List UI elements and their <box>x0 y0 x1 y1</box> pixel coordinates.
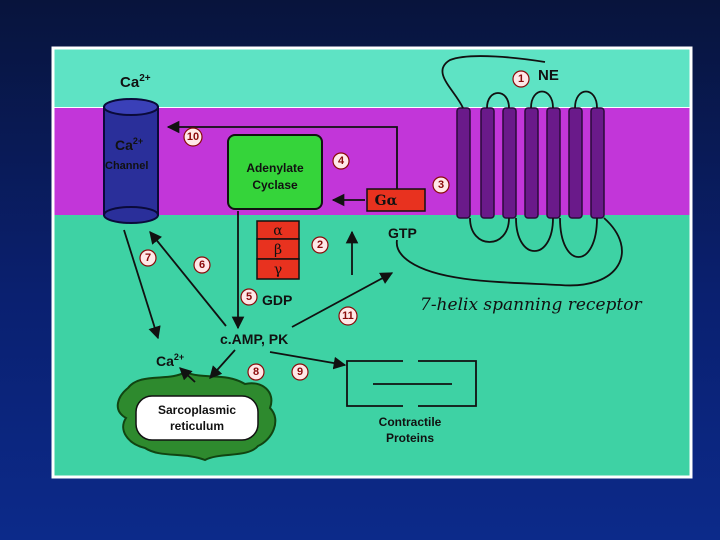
step-11: 11 <box>338 306 358 326</box>
svg-text:8: 8 <box>253 366 259 378</box>
g-alpha-box <box>366 188 426 212</box>
svg-text:9: 9 <box>297 366 303 378</box>
step-8: 8 <box>247 363 265 381</box>
alpha-label: α <box>273 223 283 239</box>
extracellular-region <box>52 47 692 109</box>
arrow-8 <box>209 349 236 379</box>
step-4: 4 <box>332 152 350 170</box>
arrow-11 <box>291 272 394 328</box>
step-2: 2 <box>311 236 329 254</box>
svg-text:5: 5 <box>246 291 252 303</box>
contractile-label-line2: Proteins <box>386 431 434 445</box>
step-5: 5 <box>240 288 258 306</box>
beta-label: β <box>274 242 282 258</box>
arrow-7 <box>123 229 161 340</box>
gamma-label: γ <box>274 262 282 278</box>
arrow-10 <box>166 120 398 189</box>
ca-channel-label: Ca2+ <box>115 136 143 153</box>
step-7: 7 <box>139 249 157 267</box>
ne-label: NE <box>538 67 559 84</box>
step-3: 3 <box>432 176 450 194</box>
calcium-channel <box>103 98 159 224</box>
sr-label-line2: reticulum <box>170 419 224 433</box>
svg-text:2: 2 <box>317 239 323 251</box>
svg-text:10: 10 <box>187 131 199 143</box>
svg-text:11: 11 <box>342 310 354 322</box>
sr-label-line1: Sarcoplasmic <box>158 403 236 417</box>
ca-inside-label: Ca2+ <box>156 352 184 369</box>
panel-border <box>51 46 693 479</box>
camp-pk-label: c.AMP, PK <box>220 331 288 347</box>
svg-text:3: 3 <box>438 179 444 191</box>
pathway-arrows <box>123 120 398 383</box>
seven-helix-receptor <box>456 107 605 219</box>
sarcoplasmic-reticulum-inner <box>135 395 259 441</box>
step-10: 10 <box>183 127 203 147</box>
channel-label: Channel <box>105 160 148 172</box>
step-9: 9 <box>291 363 309 381</box>
g-protein-subunits <box>256 220 300 280</box>
svg-text:7: 7 <box>145 252 151 264</box>
gtp-label: GTP <box>388 225 417 241</box>
contractile-label-line1: Contractile <box>379 415 442 429</box>
receptor-caption: 7-helix spanning receptor <box>420 295 642 315</box>
ca-outside-label: Ca2+ <box>120 73 151 91</box>
cyclase-label: Cyclase <box>252 178 298 192</box>
receptor-loops <box>395 55 623 287</box>
arrow-9 <box>269 351 347 370</box>
gdp-label: GDP <box>262 292 292 308</box>
svg-text:4: 4 <box>338 155 345 167</box>
g-alpha-label: Gα <box>375 193 398 209</box>
adenylate-label: Adenylate <box>246 161 304 175</box>
arrow-5 <box>179 367 196 383</box>
step-1: 1 <box>512 70 530 88</box>
contractile-proteins <box>346 360 477 407</box>
svg-text:6: 6 <box>199 259 205 271</box>
step-6: 6 <box>193 256 211 274</box>
adenylate-cyclase-box <box>227 134 323 210</box>
svg-text:1: 1 <box>518 73 524 85</box>
arrow-6 <box>149 231 227 327</box>
